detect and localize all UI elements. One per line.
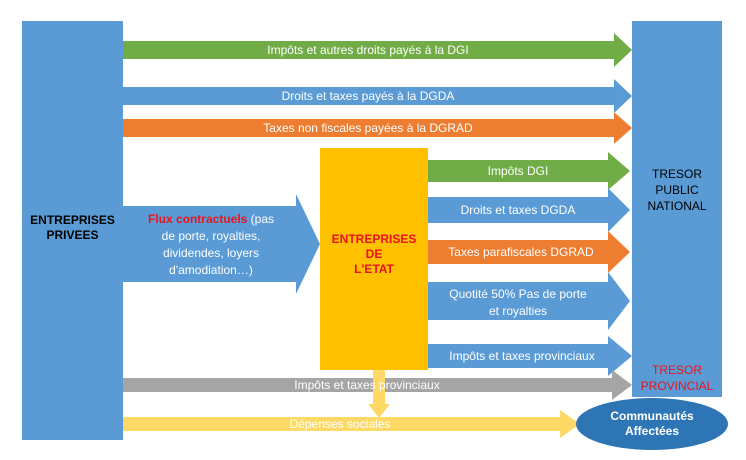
national-label: TRESOR PUBLIC NATIONAL (647, 167, 707, 213)
arrow-state-prov (428, 336, 632, 376)
arrow-contract (122, 194, 320, 294)
arrow-dgrad (122, 112, 632, 144)
flow-contract-rest: (pas de porte, royalties, dividendes, lo… (161, 212, 275, 277)
flow-contract-label: Flux contractuels (pas de porte, royalti… (124, 211, 298, 279)
flow-dgrad-label: Taxes non fiscales payées à la DGRAD (263, 121, 473, 135)
flow-state-dgrad-label: Taxes parafiscales DGRAD (448, 245, 594, 259)
provincial-label: TRESOR PROVINCIAL (640, 363, 714, 393)
arrow-social (122, 410, 580, 438)
box-state (320, 148, 428, 370)
flow-state-dgda-label: Droits et taxes DGDA (460, 203, 576, 217)
flow-social-label: Dépenses sociales (289, 417, 391, 431)
state-label: ENTREPRISES DE L'ETAT (331, 232, 417, 276)
flow-contract-highlight: Flux contractuels (147, 212, 248, 226)
arrow-state-dgda (428, 188, 630, 232)
flow-state-dgi-label: Impôts DGI (487, 164, 549, 178)
arrow-state-quotite (428, 272, 630, 330)
flow-private-prov-label: Impôts et taxes provinciaux (294, 378, 440, 392)
arrow-state-dgi (428, 152, 630, 190)
flow-dgda-label: Droits et taxes payés à la DGDA (281, 89, 455, 103)
arrow-state-down (368, 370, 390, 418)
communities-label: Communautés Affectées (610, 409, 694, 438)
box-national (632, 21, 722, 397)
ellipse-communities (576, 398, 728, 450)
arrow-dgi (122, 33, 632, 67)
arrow-state-dgrad (428, 231, 630, 273)
arrow-dgda (122, 79, 632, 113)
flow-state-prov-label: Impôts et taxes provinciaux (449, 349, 595, 363)
box-private (22, 21, 123, 440)
flow-dgi-label: Impôts et autres droits payés à la DGI (267, 43, 469, 57)
flow-state-quotite-label: Quotité 50% Pas de porte et royalties (449, 287, 587, 318)
private-label: ENTREPRISES PRIVEES (30, 213, 115, 242)
